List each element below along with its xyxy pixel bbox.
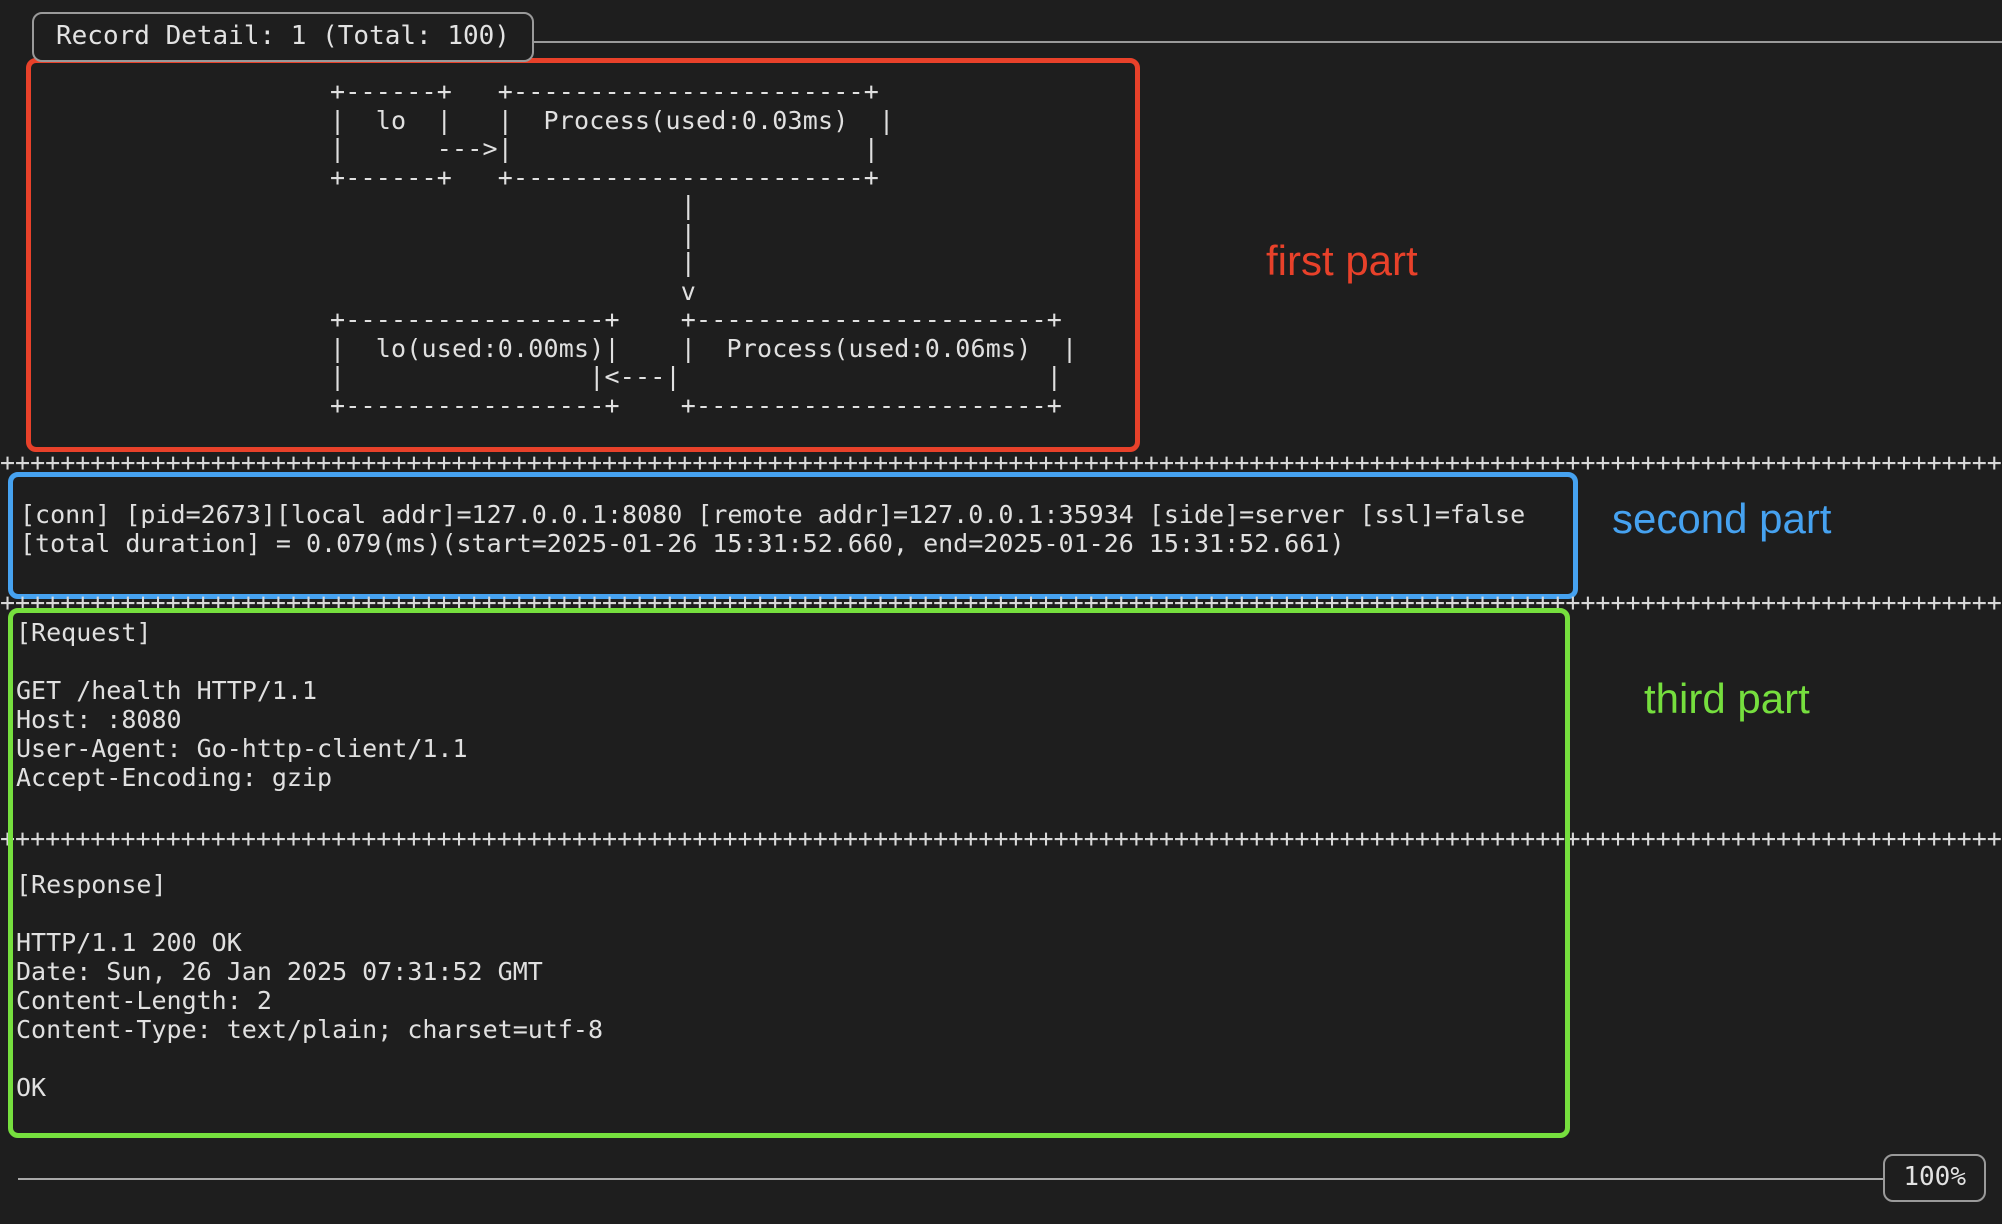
annotation-first-part: first part	[1266, 237, 1418, 284]
plus-separator-top: ++++++++++++++++++++++++++++++++++++++++…	[0, 452, 2002, 474]
response-heading: [Response]	[16, 870, 167, 899]
annotation-third-part: third part	[1644, 675, 1810, 722]
response-block: [Response] HTTP/1.1 200 OK Date: Sun, 26…	[16, 870, 603, 1102]
total-duration-line: [total duration] = 0.079(ms)(start=2025-…	[20, 529, 1345, 558]
request-body: GET /health HTTP/1.1 Host: :8080 User-Ag…	[16, 676, 468, 792]
connection-info-block: [conn] [pid=2673][local addr]=127.0.0.1:…	[20, 500, 1525, 558]
plus-separator-response: ++++++++++++++++++++++++++++++++++++++++…	[0, 828, 2002, 850]
annotation-second-part: second part	[1612, 495, 1832, 542]
conn-line: [conn] [pid=2673][local addr]=127.0.0.1:…	[20, 500, 1526, 529]
response-body: HTTP/1.1 200 OK Date: Sun, 26 Jan 2025 0…	[16, 928, 603, 1102]
request-heading: [Request]	[16, 618, 152, 647]
page-title: Record Detail: 1 (Total: 100)	[32, 12, 534, 62]
ascii-call-diagram: +------+ +-----------------------+ | lo …	[330, 77, 1078, 420]
plus-separator-middle: ++++++++++++++++++++++++++++++++++++++++…	[0, 592, 2002, 614]
zoom-level-badge[interactable]: 100%	[1883, 1154, 1986, 1202]
footer-divider	[18, 1178, 1978, 1180]
request-block: [Request] GET /health HTTP/1.1 Host: :80…	[16, 618, 468, 792]
title-lead-line	[470, 41, 2002, 43]
